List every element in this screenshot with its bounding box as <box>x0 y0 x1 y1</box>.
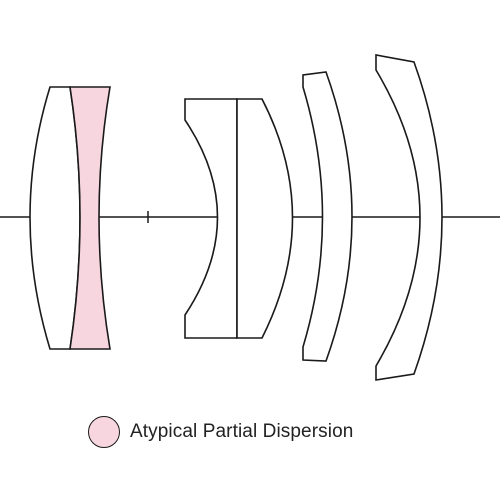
legend-swatch <box>88 416 120 448</box>
lens-element-5 <box>302 71 353 362</box>
legend: Atypical Partial Dispersion <box>88 414 353 450</box>
lens-element-2 <box>69 86 111 350</box>
lens-element-3 <box>184 98 238 339</box>
legend-label: Atypical Partial Dispersion <box>130 421 354 442</box>
lens-element-4 <box>236 98 294 339</box>
lens-element-6 <box>375 54 443 381</box>
lens-element-1 <box>29 86 81 350</box>
